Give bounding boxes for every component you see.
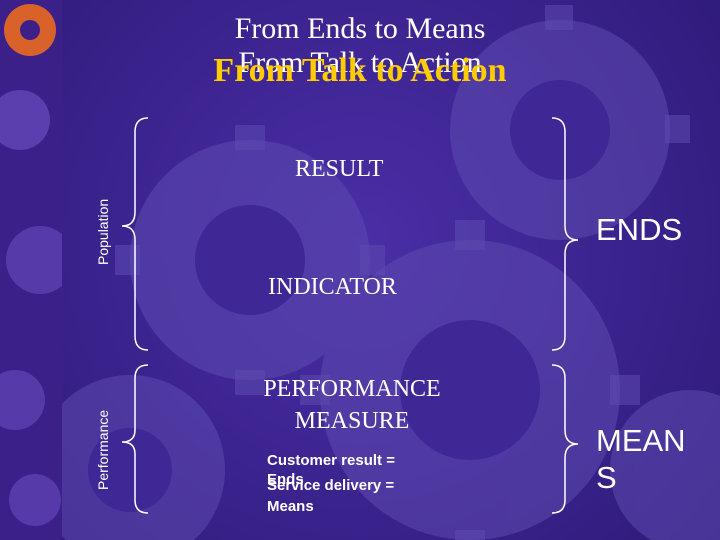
title-line-2: From Talk to Action — [213, 52, 507, 89]
title-line-2-shadow: From Talk to Action — [238, 46, 482, 79]
means-label-line-1: MEAN — [596, 423, 686, 458]
title-line-1: From Ends to Means — [234, 12, 486, 45]
note-ends: Ends — [267, 471, 304, 488]
right-brace-means-icon — [551, 364, 579, 514]
left-brace-performance-icon — [121, 364, 149, 514]
means-label-line-2: S — [596, 460, 617, 495]
result-label: RESULT — [295, 156, 384, 182]
note-customer-result: Customer result = — [267, 452, 395, 469]
note-means: Means — [267, 498, 314, 515]
performance-measure-line-1: PERFORMANCE — [263, 376, 441, 402]
performance-measure-line-2: MEASURE — [294, 408, 410, 434]
note-service-delivery: Service delivery = — [267, 477, 395, 494]
left-gear-strip-icon — [0, 0, 62, 540]
left-brace-population-icon — [121, 117, 149, 351]
indicator-label: INDICATOR — [268, 274, 397, 300]
ends-label: ENDS — [596, 212, 683, 247]
right-brace-ends-icon — [551, 117, 579, 351]
